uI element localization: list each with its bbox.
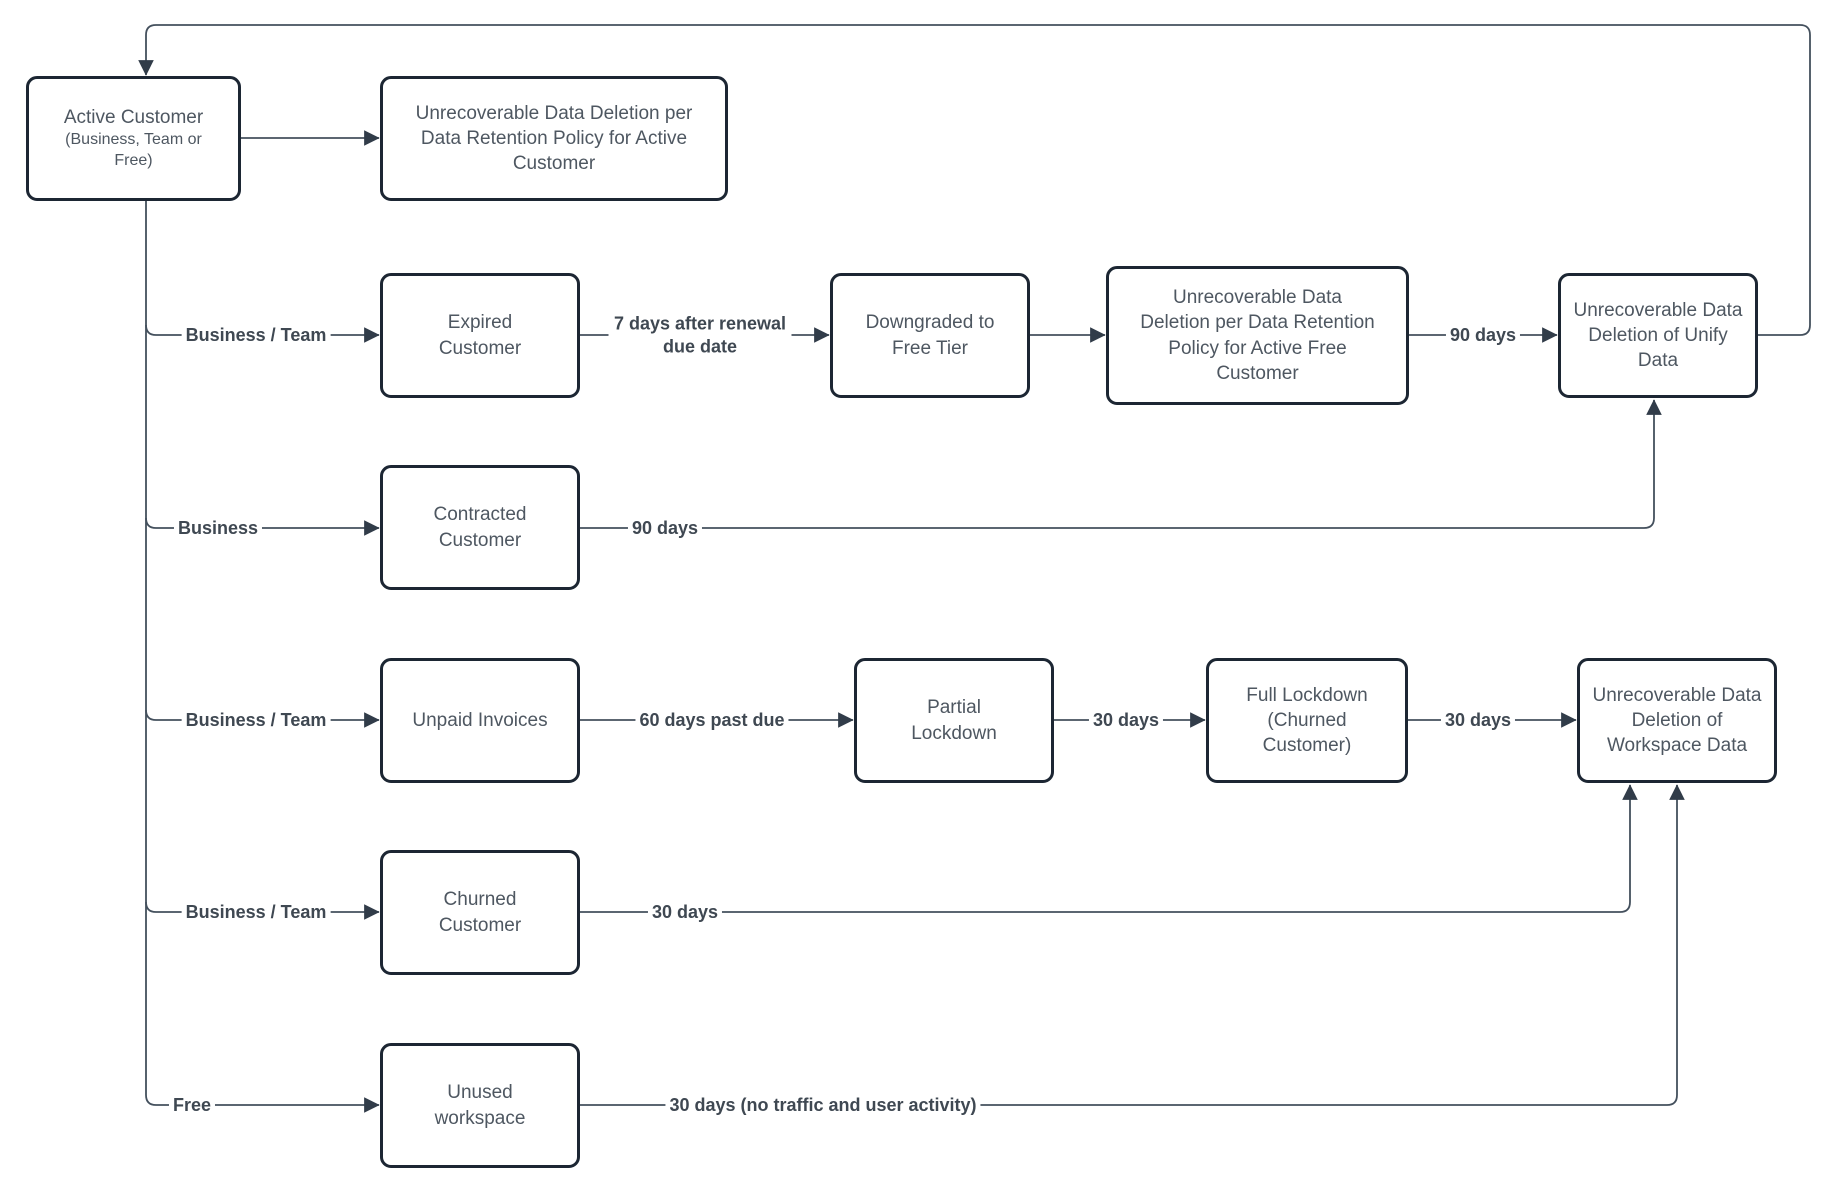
node-expired-customer: Expired Customer xyxy=(380,273,580,398)
node-unused-workspace-label: Unused workspace xyxy=(434,1082,526,1129)
edge-label-thirty-days-full: 30 days xyxy=(1440,708,1516,732)
node-expired-customer-label: Expired Customer xyxy=(438,312,522,359)
node-churned-customer-label: Churned Customer xyxy=(438,889,522,936)
edge-label-business-contracted: Business xyxy=(173,516,263,540)
node-active-customer-sublabel: (Business, Team or Free) xyxy=(65,131,202,170)
edge-unify-feedback-to-active xyxy=(138,24,1811,336)
node-deletion-active-customer-label: Unrecoverable Data Deletion per Data Ret… xyxy=(415,102,693,175)
edge-label-ninety-days-free: 90 days xyxy=(1445,323,1521,347)
node-deletion-unify-data: Unrecoverable Data Deletion of Unify Dat… xyxy=(1558,273,1758,398)
edge-label-seven-days-renewal: 7 days after renewal due date xyxy=(608,312,792,358)
edge-business-team-churned xyxy=(145,901,380,920)
edge-label-thirty-days-churned: 30 days xyxy=(647,900,723,924)
edge-label-ninety-days-contracted: 90 days xyxy=(627,516,703,540)
node-deletion-active-customer: Unrecoverable Data Deletion per Data Ret… xyxy=(380,76,728,201)
edge-trunk-free-branch xyxy=(145,201,380,1113)
edge-label-thirty-days-partial: 30 days xyxy=(1088,708,1164,732)
edge-label-thirty-days-no-traffic: 30 days (no traffic and user activity) xyxy=(665,1093,981,1117)
node-churned-customer: Churned Customer xyxy=(380,850,580,975)
node-full-lockdown: Full Lockdown (Churned Customer) xyxy=(1206,658,1408,783)
node-contracted-customer-label: Contracted Customer xyxy=(433,504,527,551)
node-active-customer-label: Active Customer xyxy=(63,107,204,129)
node-full-lockdown-label: Full Lockdown (Churned Customer) xyxy=(1246,684,1368,757)
node-deletion-unify-data-label: Unrecoverable Data Deletion of Unify Dat… xyxy=(1573,299,1743,372)
node-partial-lockdown-label: Partial Lockdown xyxy=(911,697,997,744)
edge-label-business-team-unpaid: Business / Team xyxy=(181,708,331,732)
edge-contracted-to-unify xyxy=(580,399,1662,529)
node-contracted-customer: Contracted Customer xyxy=(380,465,580,590)
node-unpaid-invoices-label: Unpaid Invoices xyxy=(412,709,548,731)
edge-business-team-unpaid xyxy=(145,709,380,728)
node-unpaid-invoices: Unpaid Invoices xyxy=(380,658,580,783)
edge-business-contracted xyxy=(145,517,380,536)
node-active-customer: Active Customer (Business, Team or Free) xyxy=(26,76,241,201)
node-deletion-workspace-data: Unrecoverable Data Deletion of Workspace… xyxy=(1577,658,1777,783)
edge-churned-to-workspace-deletion xyxy=(580,784,1638,913)
edge-business-team-expired xyxy=(145,324,380,343)
edge-label-sixty-days-past-due: 60 days past due xyxy=(635,708,789,732)
node-deletion-active-free-customer-label: Unrecoverable Data Deletion per Data Ret… xyxy=(1140,287,1375,384)
edge-label-business-team-expired: Business / Team xyxy=(181,323,331,347)
edge-label-free-unused: Free xyxy=(168,1093,216,1117)
node-unused-workspace: Unused workspace xyxy=(380,1043,580,1168)
node-downgraded-free-tier: Downgraded to Free Tier xyxy=(830,273,1030,398)
edge-label-business-team-churned: Business / Team xyxy=(181,900,331,924)
node-partial-lockdown: Partial Lockdown xyxy=(854,658,1054,783)
edge-unused-to-workspace-deletion xyxy=(580,784,1685,1106)
node-deletion-workspace-data-label: Unrecoverable Data Deletion of Workspace… xyxy=(1592,684,1762,757)
node-downgraded-free-tier-label: Downgraded to Free Tier xyxy=(865,312,995,359)
node-deletion-active-free-customer: Unrecoverable Data Deletion per Data Ret… xyxy=(1106,266,1409,405)
